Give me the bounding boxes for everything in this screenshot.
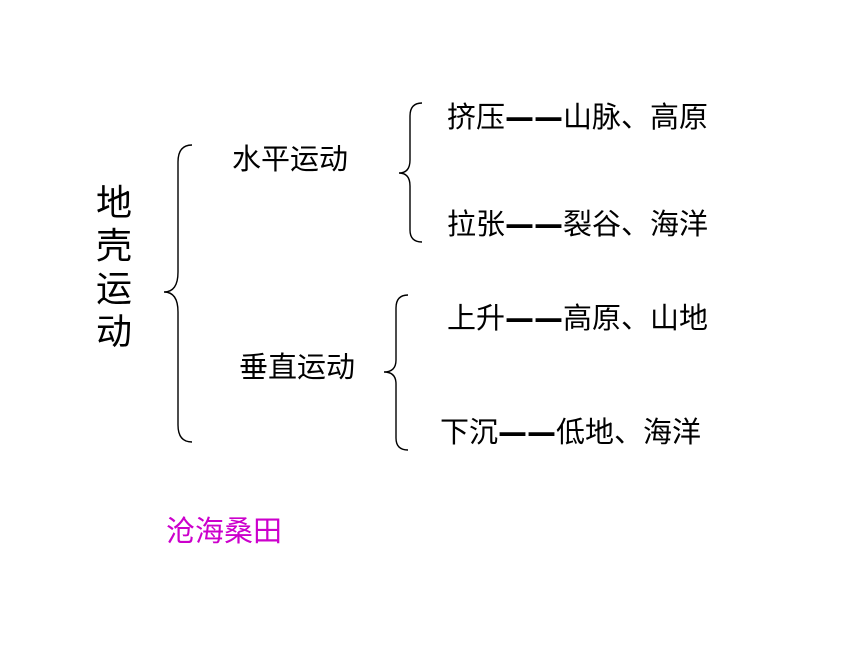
leaf-dash: —— bbox=[505, 207, 564, 241]
leaf-action: 上升 bbox=[447, 301, 506, 335]
leaf-result: 山脉、高原 bbox=[563, 100, 709, 134]
root-brace bbox=[163, 144, 193, 443]
leaf-action: 下沉 bbox=[440, 415, 499, 449]
leaf-uplift: 上升——高原、山地 bbox=[447, 304, 708, 333]
leaf-subsidence: 下沉——低地、海洋 bbox=[440, 418, 701, 447]
branch-vertical-label: 垂直运动 bbox=[239, 350, 356, 384]
leaf-dash: —— bbox=[498, 415, 557, 449]
horizontal-brace bbox=[398, 102, 423, 243]
leaf-action: 挤压 bbox=[447, 100, 506, 134]
leaf-dash: —— bbox=[505, 100, 564, 134]
leaf-result: 低地、海洋 bbox=[556, 415, 702, 449]
leaf-extension: 拉张——裂谷、海洋 bbox=[447, 210, 708, 239]
root-label: 地壳运动 bbox=[95, 183, 132, 353]
leaf-compression: 挤压——山脉、高原 bbox=[447, 103, 708, 132]
leaf-dash: —— bbox=[505, 301, 564, 335]
footer-motto: 沧海桑田 bbox=[166, 514, 283, 548]
leaf-action: 拉张 bbox=[447, 207, 506, 241]
branch-horizontal-label: 水平运动 bbox=[232, 142, 349, 176]
vertical-brace bbox=[383, 294, 409, 451]
leaf-result: 裂谷、海洋 bbox=[563, 207, 709, 241]
leaf-result: 高原、山地 bbox=[563, 301, 709, 335]
